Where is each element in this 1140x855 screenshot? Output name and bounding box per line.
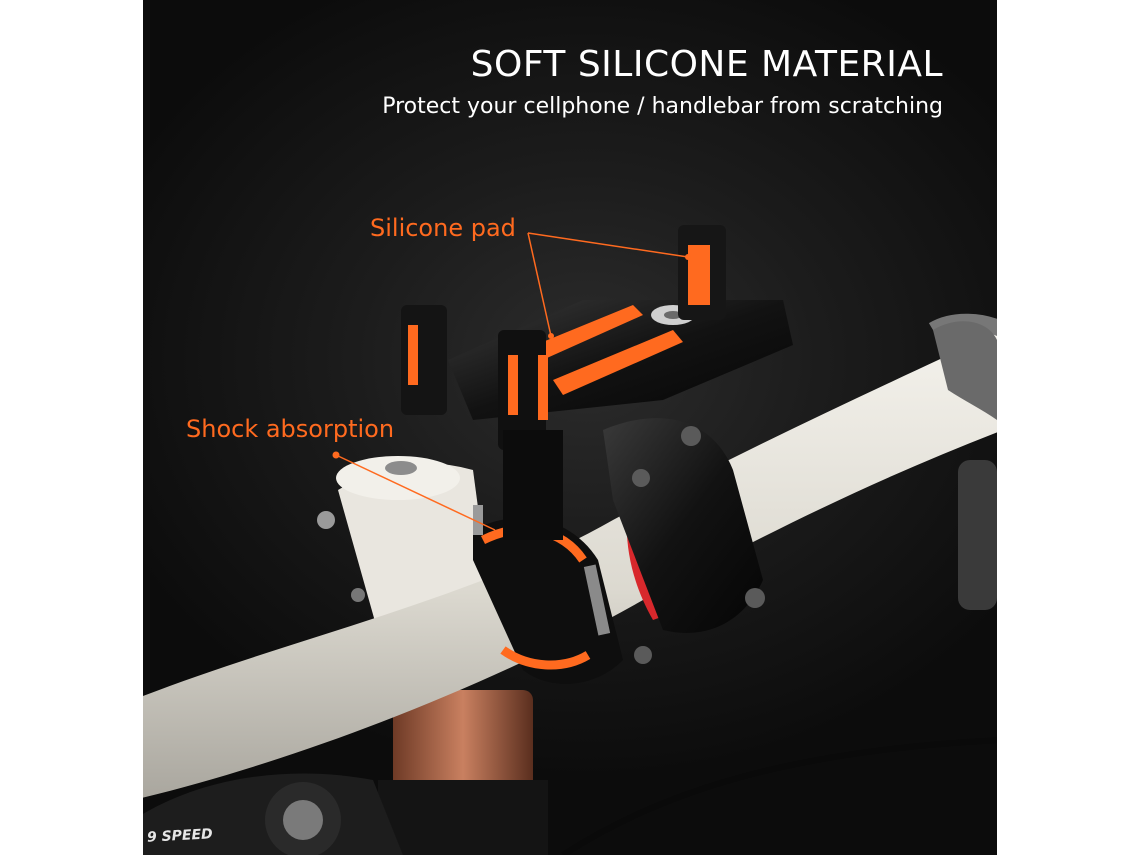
phone-holder xyxy=(401,225,793,540)
product-photo: SOFT SILICONE MATERIAL Protect your cell… xyxy=(143,0,997,855)
callout-shock-absorption: Shock absorption xyxy=(186,415,395,443)
callout-leader-line xyxy=(332,232,691,531)
headline: SOFT SILICONE MATERIAL xyxy=(470,44,943,85)
bike-mount-illustration xyxy=(143,225,997,855)
shifter-label: 9 SPEED xyxy=(146,826,214,846)
callout-silicone-pad: Silicone pad xyxy=(370,214,516,242)
subheadline: Protect your cellphone / handlebar from … xyxy=(382,94,943,119)
mount-clamp xyxy=(473,505,652,684)
stem-clamp xyxy=(603,418,765,633)
brake-lever xyxy=(933,321,997,610)
headset-spacers xyxy=(378,690,548,855)
shifter xyxy=(143,737,997,855)
